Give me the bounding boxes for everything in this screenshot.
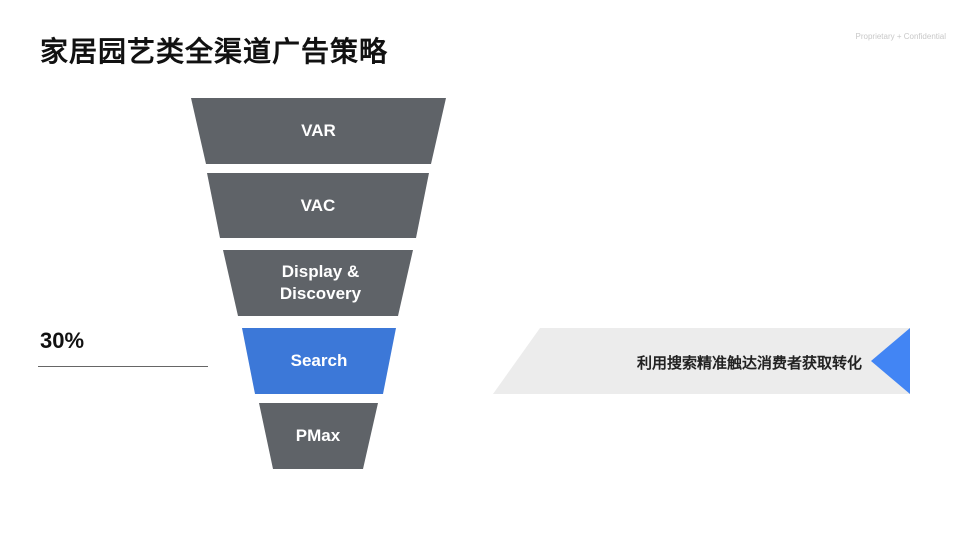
- banner-text: 利用搜索精准触达消费者获取转化: [636, 354, 862, 372]
- funnel-stage-search-label: Search: [290, 351, 348, 370]
- funnel-stage-pmax-label: PMax: [295, 426, 341, 445]
- banner-arrow-icon: [871, 328, 910, 394]
- funnel-stage-var-label: VAR: [301, 121, 336, 140]
- funnel-stage-display-discovery: [223, 250, 413, 316]
- share-underline: [38, 366, 208, 367]
- funnel-stage-search: [242, 328, 396, 394]
- funnel-stage-vac-label: VAC: [300, 195, 336, 215]
- funnel-stage-pmax: [259, 403, 378, 469]
- funnel-stage-vac: [207, 173, 429, 238]
- funnel-stage-var: [191, 98, 446, 164]
- page-title: 家居园艺类全渠道广告策略: [40, 35, 389, 68]
- banner-background: [493, 328, 910, 394]
- search-share-value: 30%: [40, 328, 85, 353]
- funnel-stage-display-discovery-label: Display & Discovery: [279, 262, 362, 303]
- confidential-label: Proprietary + Confidential: [855, 32, 947, 41]
